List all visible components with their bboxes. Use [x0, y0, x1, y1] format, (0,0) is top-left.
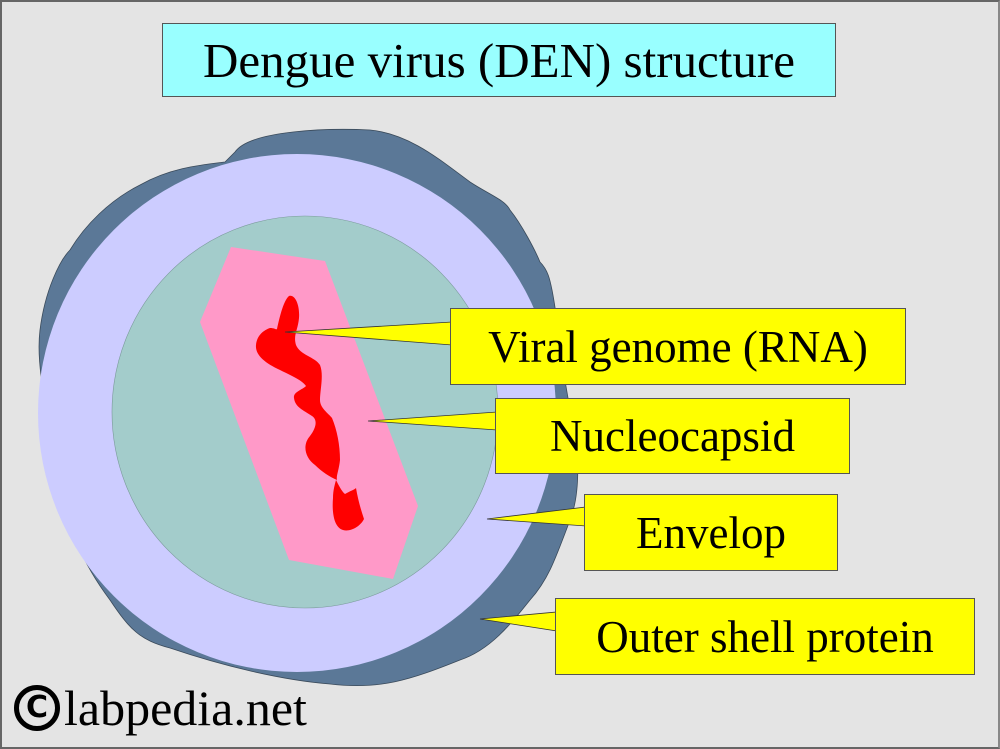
label-nucleocapsid: Nucleocapsid — [495, 398, 850, 474]
viral-genome-rna-fragment — [332, 480, 364, 531]
watermark: C labpedia.net — [14, 676, 307, 740]
label-nucleocapsid-text: Nucleocapsid — [550, 411, 795, 461]
viral-genome-rna — [255, 295, 340, 480]
label-outer-shell-protein: Outer shell protein — [555, 598, 975, 675]
label-viral-genome: Viral genome (RNA) — [450, 308, 906, 385]
diagram-title: Dengue virus (DEN) structure — [162, 23, 836, 97]
watermark-text: labpedia.net — [64, 680, 307, 736]
label-envelop-text: Envelop — [636, 507, 786, 558]
label-envelop: Envelop — [584, 494, 838, 571]
label-viral-genome-text: Viral genome (RNA) — [488, 321, 868, 372]
title-text: Dengue virus (DEN) structure — [203, 32, 795, 88]
copyright-icon: C — [14, 685, 60, 731]
label-outer-shell-text: Outer shell protein — [596, 611, 934, 662]
